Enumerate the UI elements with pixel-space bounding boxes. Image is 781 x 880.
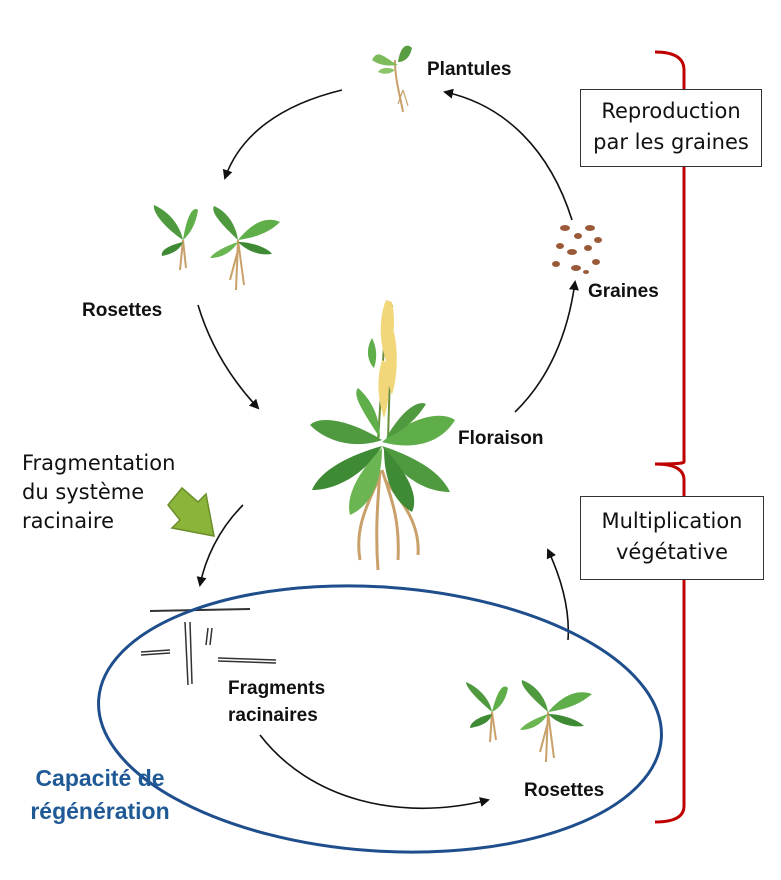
- regeneration-line2: régénération: [30, 798, 170, 824]
- label-fragments-line2: racinaires: [228, 705, 318, 726]
- fragmentation-note: Fragmentation du système racinaire: [22, 449, 175, 536]
- arrow-fragments-to-rosettes: [259, 734, 490, 810]
- label-plantules: Plantules: [427, 59, 512, 80]
- rosettes-top-illustration: [153, 205, 280, 291]
- fragmentation-line1: Fragmentation: [22, 451, 176, 475]
- label-fragments-line1: Fragments: [228, 678, 326, 699]
- reproduction-box: Reproduction par les graines: [580, 89, 762, 167]
- reproduction-line1: Reproduction: [601, 99, 741, 123]
- fragmentation-line3: racinaire: [22, 509, 114, 533]
- seedlings-illustration: [372, 45, 412, 113]
- regeneration-ellipse: [97, 584, 663, 854]
- fragmentation-line2: du système: [22, 480, 145, 504]
- regeneration-line1: Capacité de: [35, 765, 165, 791]
- multiplication-line1: Multiplication: [601, 509, 743, 533]
- multiplication-bracket: [654, 462, 686, 824]
- arrow-rosettes-to-floraison: [197, 304, 260, 410]
- label-rosettes-top: Rosettes: [82, 300, 163, 321]
- arrow-plantules-to-rosettes: [222, 89, 343, 180]
- flowering-plant-illustration: [310, 300, 455, 571]
- root-fragments-illustration: [140, 608, 277, 686]
- label-rosettes-bottom: Rosettes: [524, 780, 605, 801]
- arrow-floraison-to-graines: [514, 280, 579, 413]
- multiplication-box: Multiplication végétative: [580, 496, 764, 580]
- seeds-illustration: [552, 225, 602, 274]
- reproduction-line2: par les graines: [593, 130, 749, 154]
- label-graines: Graines: [588, 281, 659, 302]
- reproduction-bracket: [654, 50, 686, 466]
- multiplication-line2: végétative: [615, 540, 729, 564]
- arrow-graines-to-plantules: [443, 88, 573, 221]
- green-arrow: [167, 486, 215, 537]
- label-floraison: Floraison: [458, 428, 544, 449]
- arrow-fragmentation-to-fragments: [196, 504, 244, 587]
- rosettes-bottom-illustration: [466, 680, 592, 763]
- regeneration-label: Capacité de régénération: [14, 762, 186, 828]
